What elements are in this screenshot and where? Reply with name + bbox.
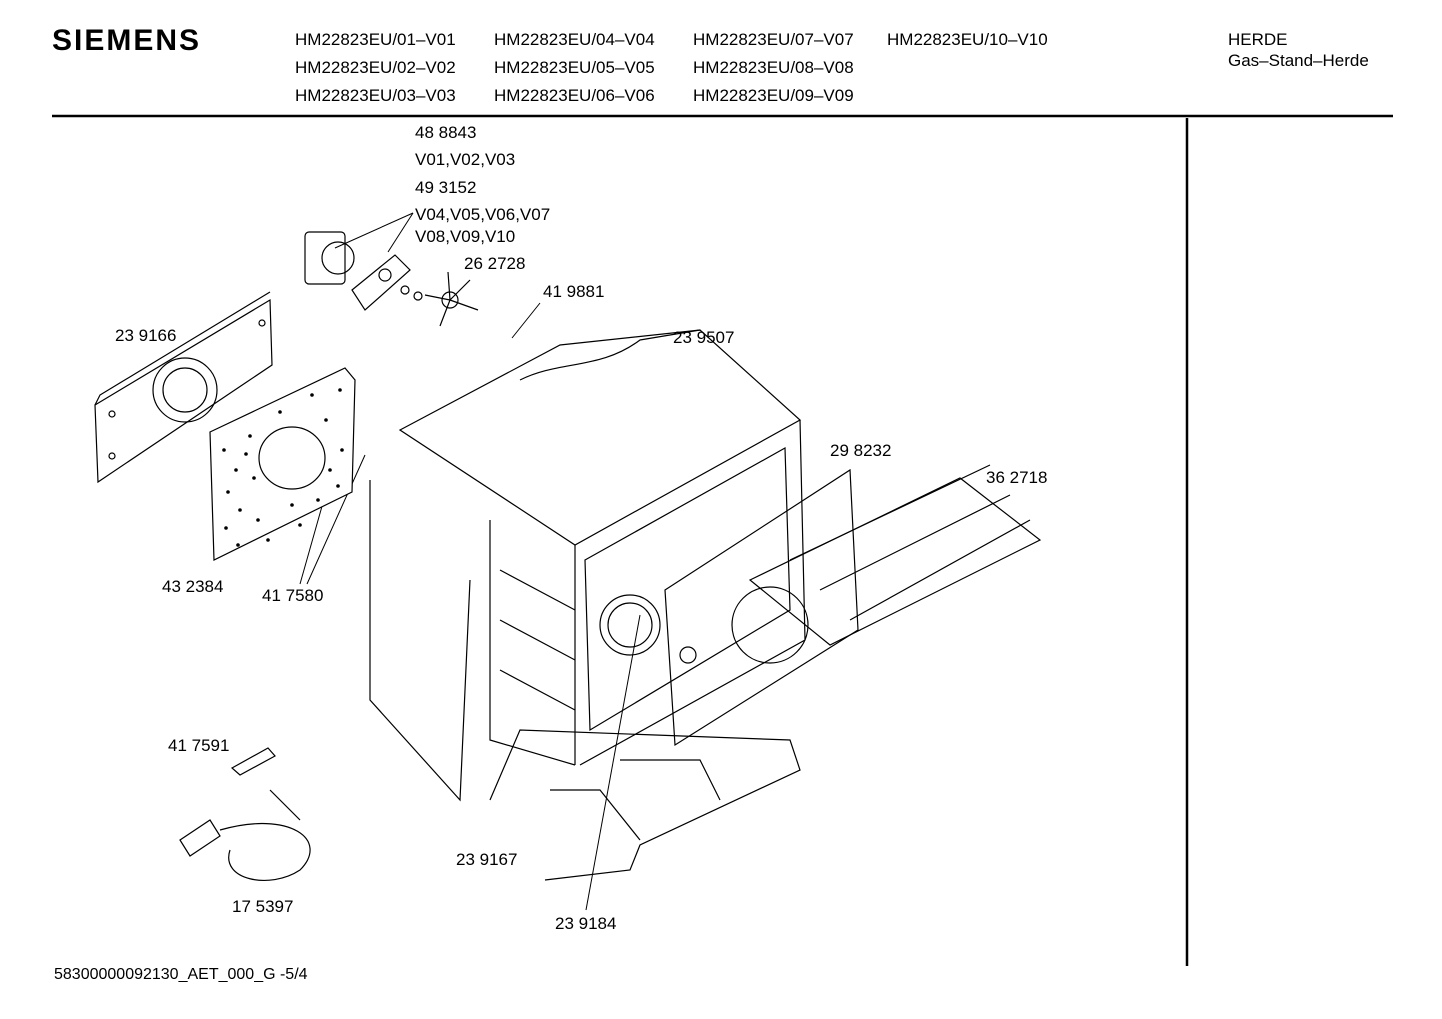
variant-label: V01,V02,V03 bbox=[415, 150, 516, 169]
model-number: HM22823EU/09–V09 bbox=[693, 86, 854, 105]
rear-fan-cover bbox=[664, 468, 859, 747]
part-number-label: 23 9184 bbox=[555, 914, 617, 933]
part-number-label: 49 3152 bbox=[415, 178, 477, 197]
model-number: HM22823EU/10–V10 bbox=[887, 30, 1048, 49]
model-number: HM22823EU/04–V04 bbox=[494, 30, 655, 49]
part-number-label: 23 9166 bbox=[115, 326, 177, 345]
subcategory-label: Gas–Stand–Herde bbox=[1228, 51, 1369, 70]
fan-wheel-part bbox=[424, 271, 479, 327]
insulation-mat bbox=[209, 367, 356, 561]
model-number: HM22823EU/01–V01 bbox=[295, 30, 456, 49]
part-number-label: 41 7591 bbox=[168, 736, 230, 755]
mains-cable bbox=[179, 789, 311, 881]
part-number-label: 41 7580 bbox=[262, 586, 324, 605]
model-number: HM22823EU/05–V05 bbox=[494, 58, 655, 77]
fan-motor-part bbox=[304, 231, 423, 311]
part-number-label: 23 9167 bbox=[456, 850, 518, 869]
variant-label: V04,V05,V06,V07 bbox=[415, 205, 551, 224]
oven-body bbox=[369, 329, 806, 802]
bottom-heating-element bbox=[489, 729, 801, 881]
rear-cover-plate bbox=[94, 291, 273, 484]
part-number-label: 43 2384 bbox=[162, 577, 224, 596]
model-number: HM22823EU/02–V02 bbox=[295, 58, 456, 77]
grill-heating-element bbox=[748, 464, 1042, 646]
model-number: HM22823EU/03–V03 bbox=[295, 86, 456, 105]
model-number: HM22823EU/07–V07 bbox=[693, 30, 854, 49]
document-id: 58300000092130_AET_000_G -5/4 bbox=[54, 966, 308, 983]
part-number-label: 17 5397 bbox=[232, 897, 294, 916]
terminal-block bbox=[230, 747, 276, 776]
part-number-label: 26 2728 bbox=[464, 254, 526, 273]
part-number-label: 48 8843 bbox=[415, 123, 477, 142]
part-number-label: 23 9507 bbox=[673, 328, 735, 347]
model-number: HM22823EU/08–V08 bbox=[693, 58, 854, 77]
brand-logo: SIEMENS bbox=[52, 24, 202, 57]
part-number-label: 41 9881 bbox=[543, 282, 605, 301]
leader-lines bbox=[299, 212, 641, 911]
part-number-label: 29 8232 bbox=[830, 441, 892, 460]
category-label: HERDE bbox=[1228, 30, 1288, 49]
variant-label: V08,V09,V10 bbox=[415, 227, 516, 246]
part-number-label: 36 2718 bbox=[986, 468, 1048, 487]
model-number: HM22823EU/06–V06 bbox=[494, 86, 655, 105]
